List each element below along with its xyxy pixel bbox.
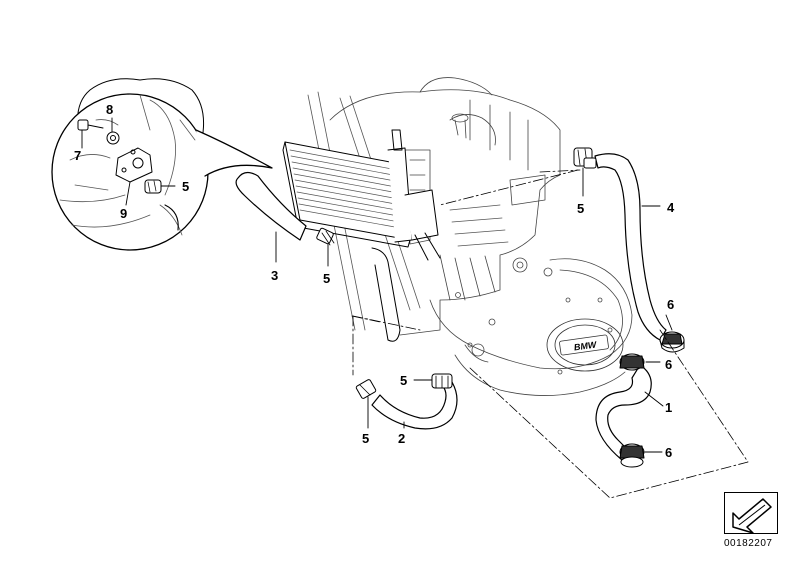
reference-lines: [351, 169, 749, 499]
hose-2: [371, 381, 458, 430]
clamp-5-hose4: [573, 147, 597, 169]
arrow-down-left-icon: [732, 498, 772, 534]
fitting-6-bottom: [619, 443, 645, 468]
callout-4: 4: [667, 200, 675, 215]
diagram-part-number: 00182207: [724, 538, 773, 549]
clamp-5-hose2-right: [431, 373, 453, 389]
callout-5-inset: 5: [182, 179, 189, 194]
hose-3: [235, 171, 307, 241]
callout-9: 9: [120, 206, 127, 221]
callout-3: 3: [271, 268, 278, 283]
callout-6-bottom: 6: [665, 445, 672, 460]
clamp-5-hose2-left: [355, 379, 377, 399]
callout-1: 1: [665, 400, 672, 415]
callout-5-hose4: 5: [577, 201, 584, 216]
hose-4: [594, 153, 667, 341]
callout-labels: 1 2 3 4 5 5 5 5 5 6 6 6 7 8 9 BMW: [74, 102, 675, 460]
callout-8: 8: [106, 102, 113, 117]
hose-1: [595, 364, 652, 461]
callout-6-top: 6: [667, 297, 674, 312]
detail-inset: [51, 78, 273, 251]
callout-5-hose2-right: 5: [400, 373, 407, 388]
radiator: [282, 129, 441, 342]
leader-lines: [81, 117, 673, 453]
callout-6-middle: 6: [665, 357, 672, 372]
callout-7: 7: [74, 148, 81, 163]
fitting-6-top: [659, 331, 685, 353]
callout-5-hose2-left: 5: [362, 431, 369, 446]
callout-2: 2: [398, 431, 405, 446]
navigate-back-button[interactable]: [724, 492, 778, 534]
clamp-5-hose3: [316, 227, 335, 246]
callout-5-hose3: 5: [323, 271, 330, 286]
brand-logo-text: BMW: [573, 339, 598, 352]
fitting-6-middle: [619, 353, 645, 371]
